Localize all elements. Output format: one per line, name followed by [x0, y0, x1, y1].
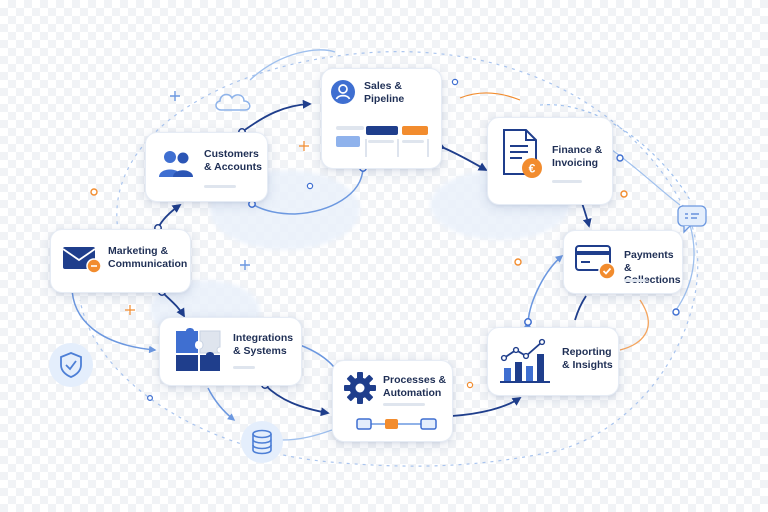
reporting-insights-card[interactable]: Reporting & Insights	[487, 327, 619, 396]
integrations-systems-label: Integrations & Systems	[233, 332, 294, 357]
envelope-icon	[62, 247, 102, 274]
placeholder-line	[552, 180, 582, 183]
svg-text:€: €	[529, 162, 536, 176]
credit-card-check-icon	[575, 245, 616, 280]
placeholder-line	[383, 403, 425, 406]
sparkle-decoration	[125, 305, 135, 315]
plus-decoration	[170, 91, 180, 101]
user-avatar-icon	[331, 80, 355, 104]
reporting-insights-label: Reporting & Insights	[562, 346, 613, 371]
processes-automation-card[interactable]: Processes & Automation	[332, 360, 453, 442]
processes-automation-label: Processes & Automation	[383, 374, 447, 399]
bar-chart-trend-icon	[500, 338, 550, 383]
database-icon	[241, 421, 283, 463]
workflow-steps-icon	[356, 418, 437, 430]
shield-check-icon	[49, 343, 93, 387]
marketing-communication-card[interactable]: Marketing & Communication	[50, 229, 191, 293]
chat-bubble-icon	[677, 205, 707, 234]
placeholder-line	[204, 185, 236, 188]
customers-accounts-card[interactable]: Customers & Accounts	[145, 132, 268, 202]
customers-accounts-label: Customers & Accounts	[204, 148, 262, 173]
users-icon	[159, 151, 193, 177]
puzzle-icon	[176, 328, 221, 371]
sales-pipeline-card[interactable]: Sales & Pipeline	[321, 68, 442, 169]
sparkle-decoration	[299, 141, 309, 151]
sales-pipeline-label: Sales & Pipeline	[364, 80, 405, 105]
cloud-icon	[215, 93, 251, 111]
finance-invoicing-label: Finance & Invoicing	[552, 144, 603, 169]
finance-invoicing-card[interactable]: € Finance & Invoicing	[487, 117, 613, 205]
payments-collections-label: Payments & Collections	[624, 249, 681, 286]
placeholder-line	[233, 366, 255, 369]
marketing-communication-label: Marketing & Communication	[108, 245, 188, 270]
placeholder-line	[624, 279, 646, 282]
plus-decoration	[240, 260, 250, 270]
payments-collections-card[interactable]: Payments & Collections	[563, 230, 683, 294]
gear-icon	[344, 372, 376, 404]
invoice-euro-icon: €	[503, 129, 542, 178]
integrations-systems-card[interactable]: Integrations & Systems	[159, 317, 302, 386]
pipeline-board-icon	[336, 126, 429, 157]
